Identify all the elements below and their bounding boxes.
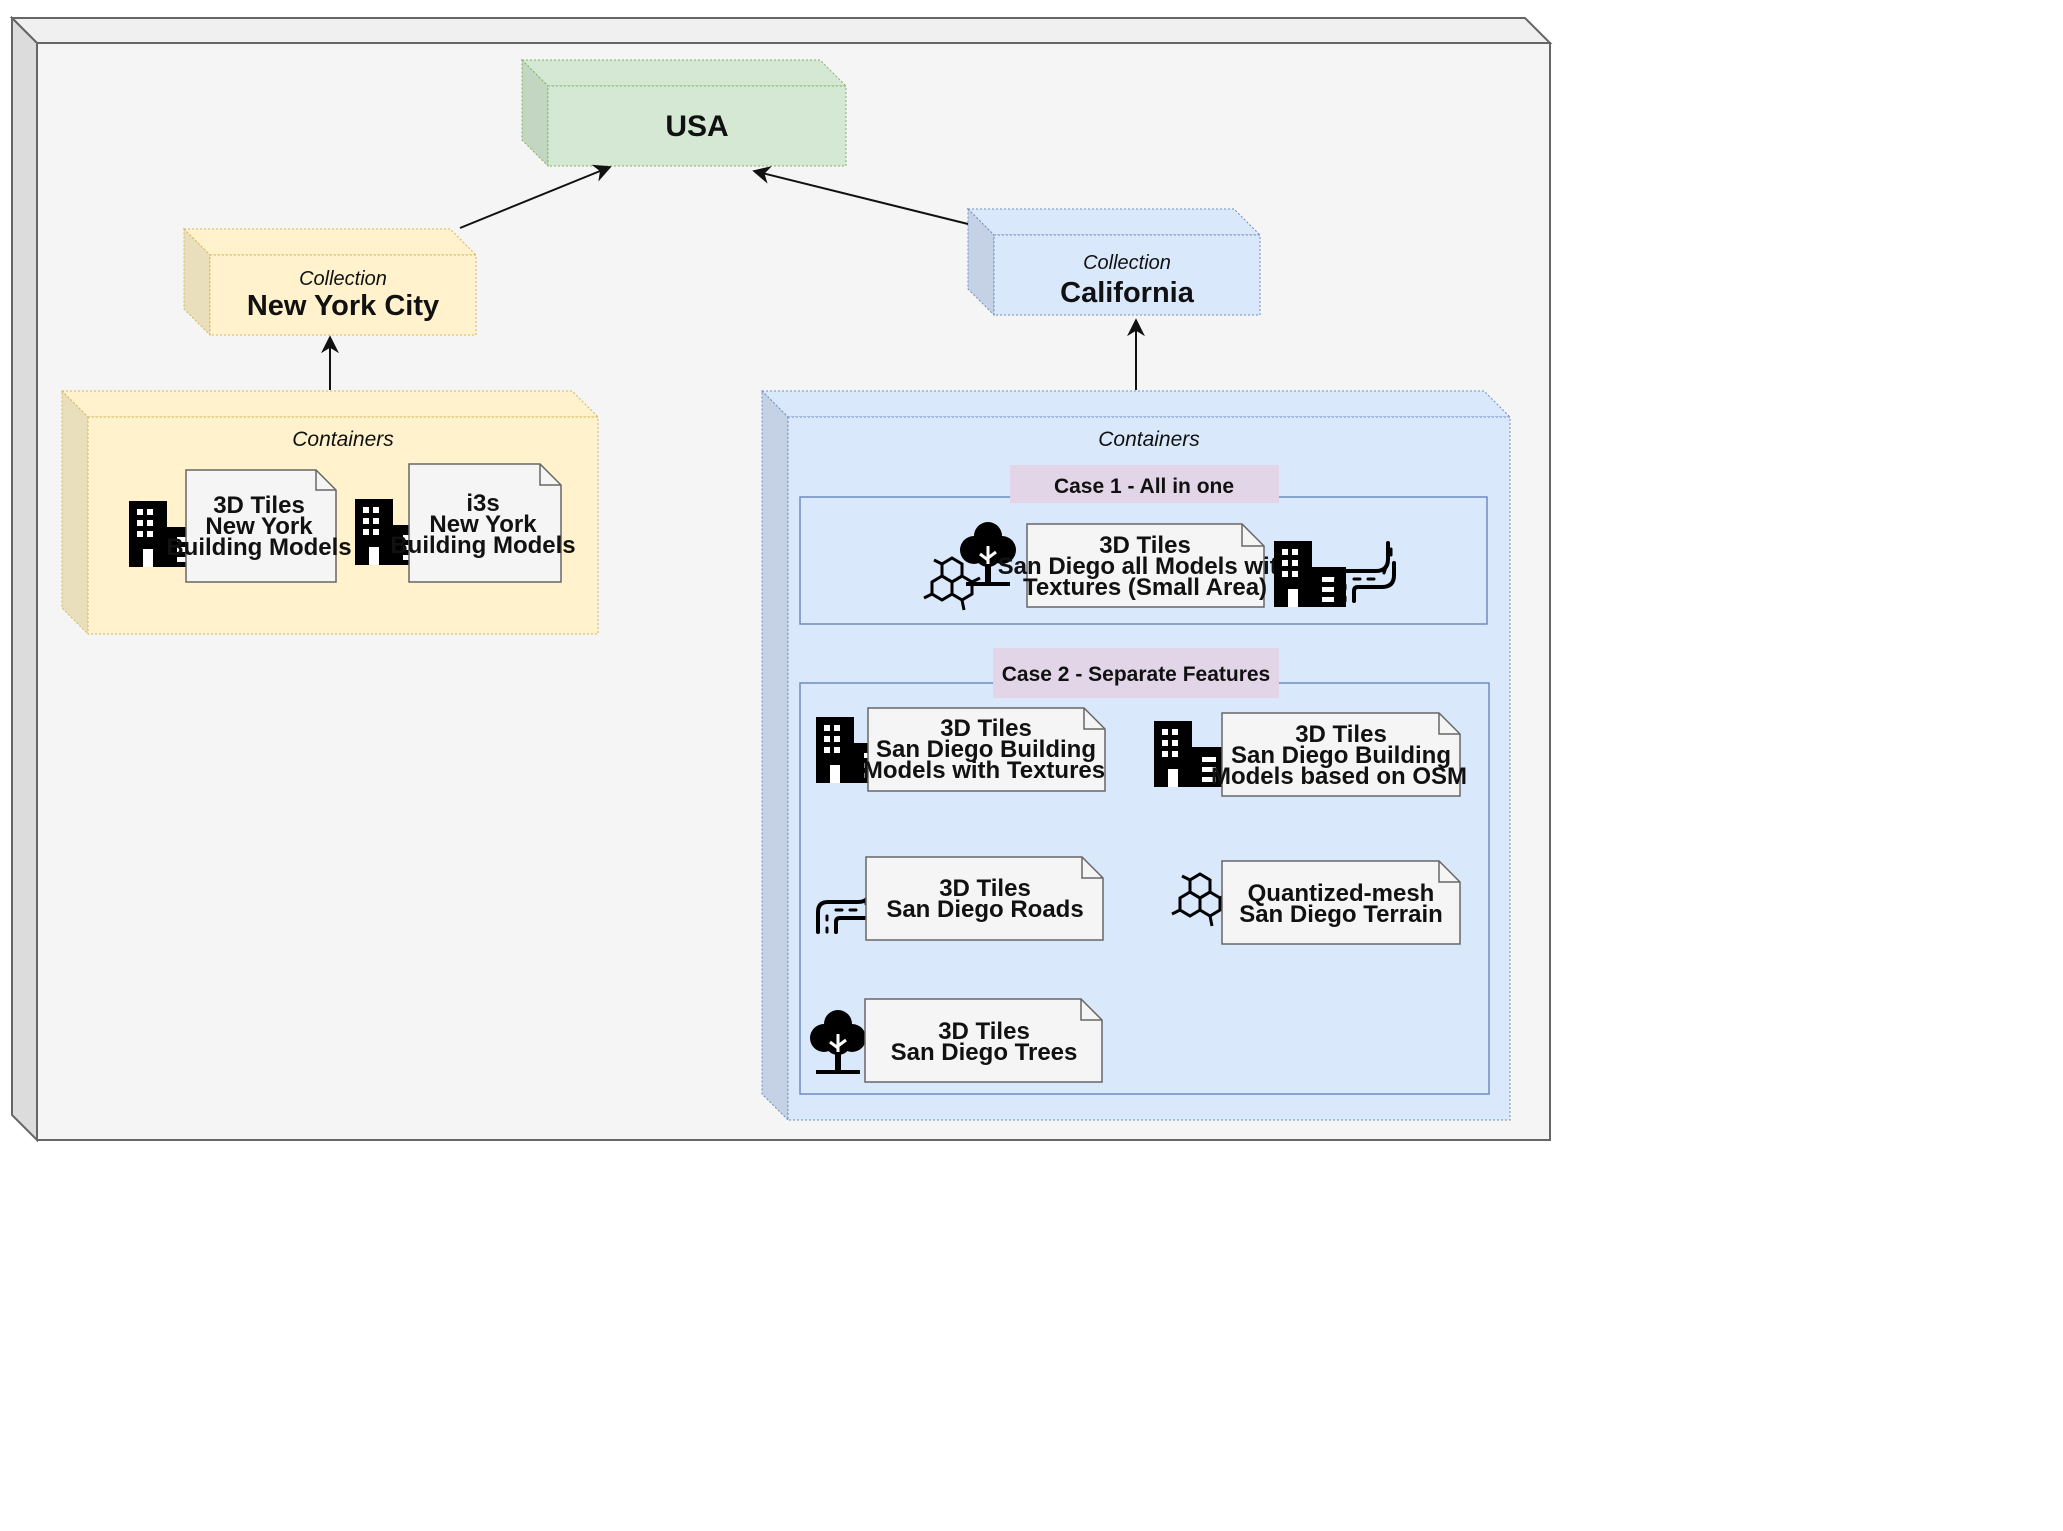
svg-text:Quantized-mesh: Quantized-mesh xyxy=(1248,880,1435,907)
svg-text:San Diego Building: San Diego Building xyxy=(1231,742,1451,769)
svg-text:San Diego all Models with: San Diego all Models with xyxy=(998,553,1293,580)
nyc-collection-node[interactable]: Collection New York City xyxy=(182,227,478,337)
doc-case2-trees[interactable]: 3D Tiles San Diego Trees xyxy=(864,998,1103,1083)
svg-text:Textures (Small Area): Textures (Small Area) xyxy=(1023,574,1267,601)
usa-title: USA xyxy=(665,110,728,143)
svg-text:San Diego Building: San Diego Building xyxy=(876,736,1096,763)
svg-text:3D Tiles: 3D Tiles xyxy=(939,875,1031,902)
arrow-nyc-to-usa xyxy=(459,164,612,229)
svg-text:Building Models: Building Models xyxy=(390,532,575,559)
arrow-california-to-usa xyxy=(752,166,969,225)
doc-case2-building-osm[interactable]: 3D Tiles San Diego Building Models based… xyxy=(1211,712,1467,797)
svg-text:Models with Textures: Models with Textures xyxy=(863,757,1105,784)
case1-label-box xyxy=(1010,465,1279,503)
california-containers-label: Containers xyxy=(1098,428,1200,451)
svg-text:3D Tiles: 3D Tiles xyxy=(940,715,1032,742)
svg-text:Models based on OSM: Models based on OSM xyxy=(1211,763,1467,790)
california-collection-caption: Collection xyxy=(1083,252,1171,274)
svg-text:San Diego Terrain: San Diego Terrain xyxy=(1239,901,1443,928)
nyc-collection-caption: Collection xyxy=(299,268,387,290)
svg-text:3D Tiles: 3D Tiles xyxy=(938,1018,1030,1045)
svg-text:3D Tiles: 3D Tiles xyxy=(1099,532,1191,559)
case2-group: Case 2 - Separate Features 3D Tiles San … xyxy=(799,648,1490,1095)
case2-label-box xyxy=(993,648,1279,698)
doc-nyc-3dtiles[interactable]: 3D Tiles New York Building Models xyxy=(166,469,352,583)
california-collection-node[interactable]: Collection California xyxy=(966,207,1262,317)
case2-label: Case 2 - Separate Features xyxy=(1002,663,1270,686)
svg-text:San Diego Roads: San Diego Roads xyxy=(886,896,1083,923)
svg-text:San Diego Trees: San Diego Trees xyxy=(891,1039,1078,1066)
doc-case2-building-textures[interactable]: 3D Tiles San Diego Building Models with … xyxy=(863,707,1106,792)
california-containers[interactable]: Containers Case 1 - All in one 3D Tiles … xyxy=(760,389,1512,1122)
svg-text:Building Models: Building Models xyxy=(166,534,351,561)
nyc-containers[interactable]: Containers 3D Tiles New York Building Mo… xyxy=(60,389,600,636)
svg-text:New York: New York xyxy=(205,513,313,540)
svg-text:3D Tiles: 3D Tiles xyxy=(1295,721,1387,748)
doc-nyc-i3s[interactable]: i3s New York Building Models xyxy=(390,463,576,583)
case1-group: Case 1 - All in one 3D Tiles San Diego a… xyxy=(799,465,1488,625)
california-collection-title: California xyxy=(1060,277,1195,309)
nyc-collection-title: New York City xyxy=(247,290,439,322)
svg-text:i3s: i3s xyxy=(466,490,499,517)
doc-case1-all-models[interactable]: 3D Tiles San Diego all Models with Textu… xyxy=(998,523,1293,608)
doc-case2-roads[interactable]: 3D Tiles San Diego Roads xyxy=(865,856,1104,941)
svg-text:3D Tiles: 3D Tiles xyxy=(213,492,305,519)
doc-case2-terrain[interactable]: Quantized-mesh San Diego Terrain xyxy=(1221,860,1461,945)
nyc-containers-label: Containers xyxy=(292,428,394,451)
svg-text:New York: New York xyxy=(429,511,537,538)
usa-node[interactable]: USA xyxy=(520,58,848,168)
case1-label: Case 1 - All in one xyxy=(1054,475,1234,498)
